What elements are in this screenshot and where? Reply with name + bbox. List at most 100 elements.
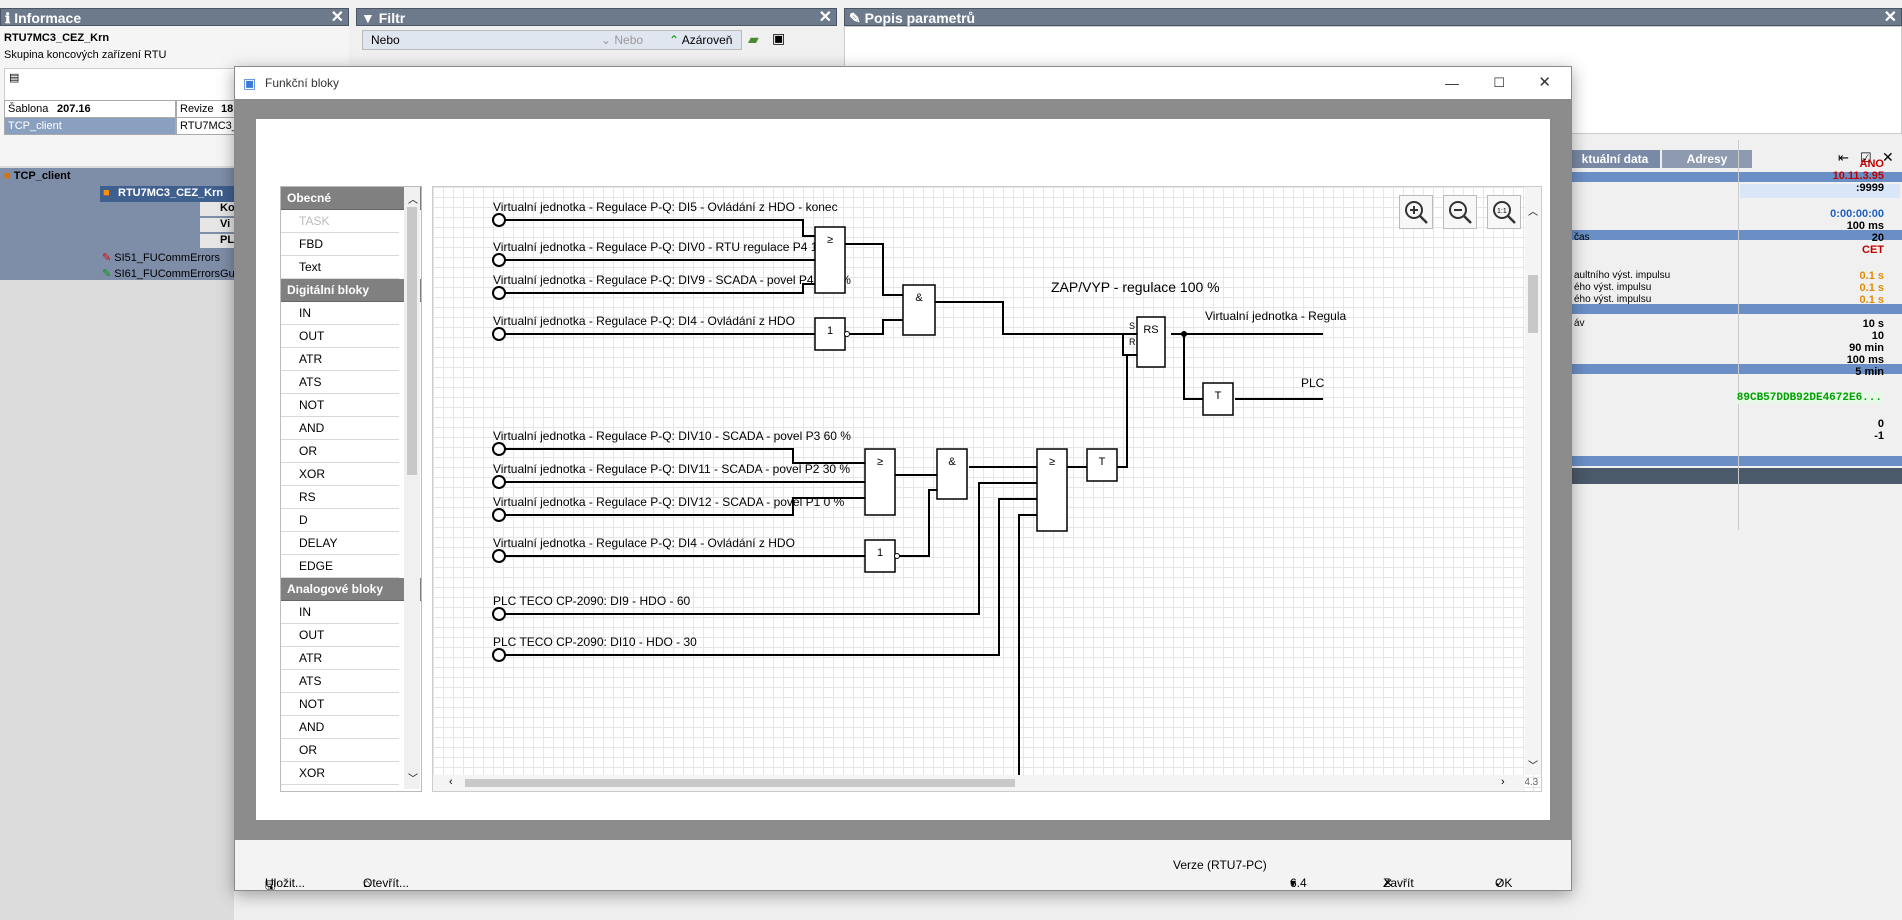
save-icon[interactable]: ▣ [772,30,786,46]
scroll-down-icon[interactable]: ﹀ [1528,761,1538,772]
tab-addresses[interactable]: Adresy [1662,150,1752,168]
close-icon[interactable]: ✕ [1883,9,1897,26]
tree-child[interactable]: ■ RTU7MC3_CEZ_Krn [100,186,234,202]
close-icon[interactable]: ✕ [1882,149,1894,165]
zaroven-label: Azároveň [681,33,733,47]
scroll-up-icon[interactable]: ︿ [1528,207,1538,218]
tree-sub2[interactable]: Vi [200,218,234,232]
palette-item-not[interactable]: NOT [281,693,399,716]
input-terminal[interactable] [492,442,506,456]
scroll-up-icon[interactable]: ︿ [408,195,418,206]
data-row-value: ANO [1859,158,1884,170]
canvas-vscroll[interactable]: ︿ ﹀ [1525,187,1541,775]
palette-item-ats[interactable]: ATS [281,670,399,693]
palette-item-text[interactable]: Text [281,256,399,279]
fbd-block[interactable] [902,284,936,336]
tree-sub3[interactable]: PL [200,234,234,248]
tcp-row[interactable]: TCP_client [4,117,176,135]
wire [845,243,903,296]
fbd-diagram[interactable]: Virtualní jednotka - Regulace P-Q: DI5 -… [433,187,1541,791]
tree-sub1[interactable]: Ko [200,202,235,216]
canvas-hscroll[interactable]: ‹ › [433,775,1525,791]
fbd-block[interactable] [1086,448,1118,482]
data-row-value: -1 [1874,430,1884,442]
fbd-block[interactable] [1036,448,1068,532]
fbd-block[interactable] [1136,316,1166,368]
tree-item-1[interactable]: ✎ SI51_FUCommErrors [102,251,220,264]
palette-item-or[interactable]: OR [281,739,399,762]
palette-item-afb[interactable]: AFB [281,785,399,791]
not-bubble[interactable] [894,553,900,559]
tab-data[interactable]: ktuální data [1570,150,1660,168]
palette-item-xor[interactable]: XOR [281,762,399,785]
dropdown-icon: ▾ [1290,876,1297,890]
palette-item-xor[interactable]: XOR [281,463,399,486]
fbd-block[interactable] [864,448,896,516]
nebo-button[interactable]: ⌄ Nebo [601,33,644,47]
palette-item-and[interactable]: AND [281,716,399,739]
pin-icon[interactable]: ⇤ [1838,150,1849,165]
palette-item-rs[interactable]: RS [281,486,399,509]
data-row-value: 0:00:00:00 [1830,208,1884,220]
scroll-right-icon[interactable]: › [1501,776,1505,788]
close-icon: ✕ [1383,876,1394,890]
palette-item-fbd[interactable]: FBD [281,233,399,256]
scroll-thumb[interactable] [1528,275,1538,333]
scroll-down-icon[interactable]: ﹀ [408,774,418,785]
close-icon[interactable]: ✕ [818,9,832,26]
filter-input[interactable]: Nebo ⌄ Nebo ⌃ Azároveň [362,30,742,50]
palette-item-and[interactable]: AND [281,417,399,440]
palette-item-d[interactable]: D [281,509,399,532]
zoom-reset-button[interactable]: 1:1 [1487,195,1521,229]
data-row-value: 0.1 s [1859,282,1884,294]
input-terminal[interactable] [492,648,506,662]
palette-item-in[interactable]: IN [281,302,399,325]
sablona-value: 207.16 [57,103,91,115]
palette-item-not[interactable]: NOT [281,394,399,417]
minimize-icon[interactable]: — [1445,75,1459,91]
palette-item-delay[interactable]: DELAY [281,532,399,555]
palette-item-or[interactable]: OR [281,440,399,463]
input-terminal[interactable] [492,549,506,563]
palette-item-out[interactable]: OUT [281,624,399,647]
input-terminal[interactable] [492,286,506,300]
dialog-titlebar: ▣ Funkční bloky — ☐ ✕ [235,67,1571,99]
edit-icon[interactable]: ☑ [1860,150,1872,165]
input-terminal[interactable] [492,253,506,267]
palette-item-atr[interactable]: ATR [281,348,399,371]
input-terminal[interactable] [492,508,506,522]
fbd-block[interactable] [814,317,846,351]
palette-item-out[interactable]: OUT [281,325,399,348]
palette-item-in[interactable]: IN [281,601,399,624]
fbd-block[interactable] [814,226,846,294]
fbd-block[interactable] [936,448,968,500]
tree-item-2[interactable]: ✎ SI61_FUCommErrorsGu [102,267,235,280]
zaroven-button[interactable]: ⌃ Azároveň [669,33,733,47]
zoom-in-button[interactable] [1399,195,1433,229]
scroll-left-icon[interactable]: ‹ [449,776,453,788]
scroll-thumb[interactable] [407,207,417,475]
block-label: ≥ [877,456,883,468]
close-icon[interactable]: ✕ [330,9,344,26]
fbd-canvas[interactable]: Virtualní jednotka - Regulace P-Q: DI5 -… [432,186,1542,792]
not-bubble[interactable] [844,331,850,337]
input-terminal[interactable] [492,213,506,227]
scroll-thumb[interactable] [465,779,1015,787]
input-label: Virtualní jednotka - Regulace P-Q: DIV12… [493,495,845,509]
palette-item-edge[interactable]: EDGE [281,555,399,578]
maximize-icon[interactable]: ☐ [1493,75,1505,90]
sablona-label: Šablona [8,103,49,115]
tree-root[interactable]: ■ TCP_client [4,170,71,182]
palette-item-task[interactable]: TASK [281,210,399,233]
fbd-block[interactable] [1202,382,1234,416]
input-terminal[interactable] [492,607,506,621]
palette-scrollbar[interactable]: ︿ ﹀ [404,187,420,789]
input-terminal[interactable] [492,475,506,489]
zoom-out-button[interactable] [1443,195,1477,229]
filter-panel: Nebo ⌄ Nebo ⌃ Azároveň ▰ ▣ [356,26,837,68]
palette-item-atr[interactable]: ATR [281,647,399,670]
input-terminal[interactable] [492,327,506,341]
close-icon[interactable]: ✕ [1538,74,1551,91]
palette-item-ats[interactable]: ATS [281,371,399,394]
open-folder-icon[interactable]: ▰ [748,31,759,47]
